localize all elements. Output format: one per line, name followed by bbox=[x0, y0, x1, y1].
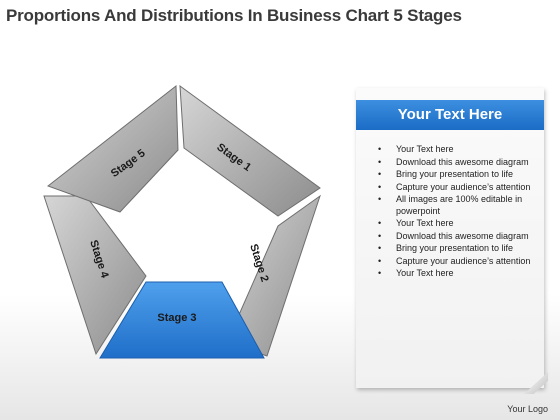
segment-stage-5: Stage 5 bbox=[46, 84, 179, 213]
bullet-item: Capture your audience’s attention bbox=[376, 182, 536, 194]
segment-stage-1: Stage 1 bbox=[179, 84, 321, 217]
text-panel-header: Your Text Here bbox=[356, 100, 544, 130]
text-panel: Your Text Here Your Text here Download t… bbox=[356, 88, 548, 394]
bullet-item: Bring your presentation to life bbox=[376, 243, 536, 255]
bullet-item: Download this awesome diagram bbox=[376, 231, 536, 243]
stage-3-label: Stage 3 bbox=[157, 312, 196, 324]
bullet-item: Bring your presentation to life bbox=[376, 169, 536, 181]
logo-text: Your Logo bbox=[507, 404, 548, 414]
bullet-list: Your Text here Download this awesome dia… bbox=[376, 144, 536, 281]
segment-stage-3: Stage 3 bbox=[99, 281, 265, 359]
bullet-item: All images are 100% editable in powerpoi… bbox=[376, 194, 536, 217]
bullet-item: Download this awesome diagram bbox=[376, 157, 536, 169]
bullet-item: Your Text here bbox=[376, 268, 536, 280]
bullet-item: Your Text here bbox=[376, 144, 536, 156]
bullet-item: Capture your audience’s attention bbox=[376, 256, 536, 268]
page-title: Proportions And Distributions In Busines… bbox=[6, 6, 462, 25]
bullet-item: Your Text here bbox=[376, 218, 536, 230]
